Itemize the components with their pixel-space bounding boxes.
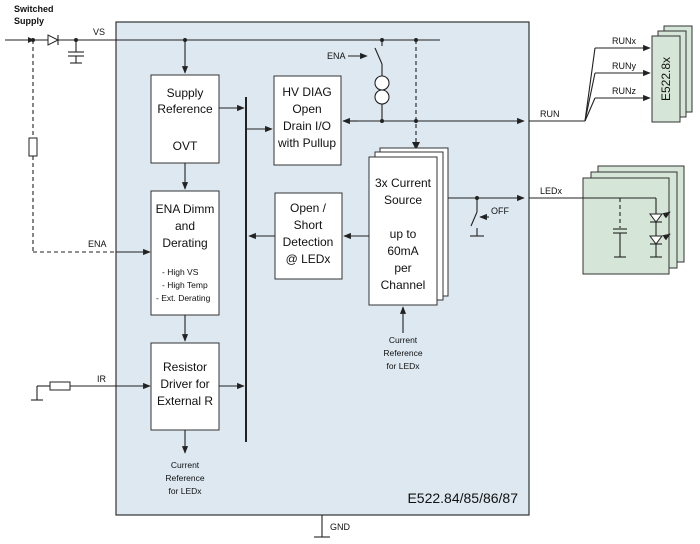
ena-resistor <box>28 137 38 157</box>
os-line-2: Short <box>294 218 323 232</box>
supply-line-2: Reference <box>157 102 213 116</box>
vs-label: VS <box>93 27 105 37</box>
cs-line-6: per <box>394 261 411 275</box>
off-switch-blade <box>470 211 478 227</box>
resistor-line-2: Driver for <box>160 377 209 391</box>
pullup-source-bottom <box>374 89 390 105</box>
led-1-ray-a <box>662 211 671 219</box>
runx-label: RUNx <box>612 36 636 46</box>
runz-label: RUNz <box>612 86 636 96</box>
ena-dimm-line-2: and <box>175 219 195 233</box>
runy-label: RUNy <box>612 61 636 71</box>
e522-module <box>651 35 681 123</box>
run-fan-z <box>584 97 596 122</box>
ref-right-2: Reference <box>383 348 422 358</box>
ena-dimm-list-3: - Ext. Derating <box>156 293 211 303</box>
run-fan-x <box>584 47 596 122</box>
cs-line-7: Channel <box>381 278 426 292</box>
hv-diag-line-1: HV DIAG <box>282 85 331 99</box>
ena-dimm-block <box>150 190 220 316</box>
ena-left-label: ENA <box>88 239 107 249</box>
ena-dimm-list-2: - High Temp <box>162 280 208 290</box>
run-fan-y <box>584 72 596 122</box>
diode-icon <box>47 34 60 46</box>
resistor-line-3: External R <box>157 394 213 408</box>
led-2-icon <box>649 235 663 245</box>
supply-reference-block <box>150 74 220 164</box>
open-short-block <box>274 192 343 280</box>
ledx-label: LEDx <box>540 186 563 196</box>
ref-bottom-1: Current <box>171 460 200 470</box>
switched-supply-label-2: Supply <box>14 16 44 26</box>
run-label: RUN <box>540 109 560 119</box>
supply-line-1: Supply <box>167 86 204 100</box>
os-line-4: @ LEDx <box>286 252 331 266</box>
supply-line-4: OVT <box>173 139 198 153</box>
ref-right-1: Current <box>389 335 418 345</box>
led-module <box>582 177 670 275</box>
cs-line-2: Source <box>384 193 422 207</box>
chip-name: E522.84/85/86/87 <box>407 490 518 506</box>
ref-right-3: for LEDx <box>386 361 420 371</box>
ena-top-label: ENA <box>327 51 346 61</box>
hv-diag-line-4: with Pullup <box>277 136 336 150</box>
ena-dimm-list-1: - High VS <box>162 267 199 277</box>
ref-bottom-2: Reference <box>165 473 204 483</box>
current-source-block <box>368 156 438 306</box>
vs-node-supply <box>183 38 187 42</box>
gnd-label: GND <box>330 522 351 532</box>
hv-diag-line-2: Open <box>292 102 321 116</box>
cs-line-5: 60mA <box>387 244 418 258</box>
hv-diag-line-3: Drain I/O <box>283 119 331 133</box>
ref-bottom-3: for LEDx <box>168 486 202 496</box>
switch-blade <box>374 47 383 65</box>
ir-label: IR <box>97 374 107 384</box>
hv-diag-block <box>273 75 342 166</box>
switched-supply-label: Switched <box>14 4 54 14</box>
run-node-pullup <box>380 119 384 123</box>
ena-dimm-line-3: Derating <box>162 236 207 250</box>
resistor-line-1: Resistor <box>163 360 207 374</box>
os-line-3: Detection <box>283 235 334 249</box>
cs-line-1: 3x Current <box>375 176 432 190</box>
ir-resistor <box>49 381 71 391</box>
os-line-1: Open / <box>290 201 327 215</box>
cs-line-4: up to <box>390 227 417 241</box>
e522-module-label: E522.8x <box>659 57 673 101</box>
led-2-ray-a <box>662 233 671 241</box>
led-1-icon <box>649 213 663 223</box>
ena-dimm-line-1: ENA Dimm <box>156 202 215 216</box>
off-label: OFF <box>491 206 509 216</box>
pullup-source-top <box>374 75 390 91</box>
vs-dash-arrow <box>412 142 420 150</box>
